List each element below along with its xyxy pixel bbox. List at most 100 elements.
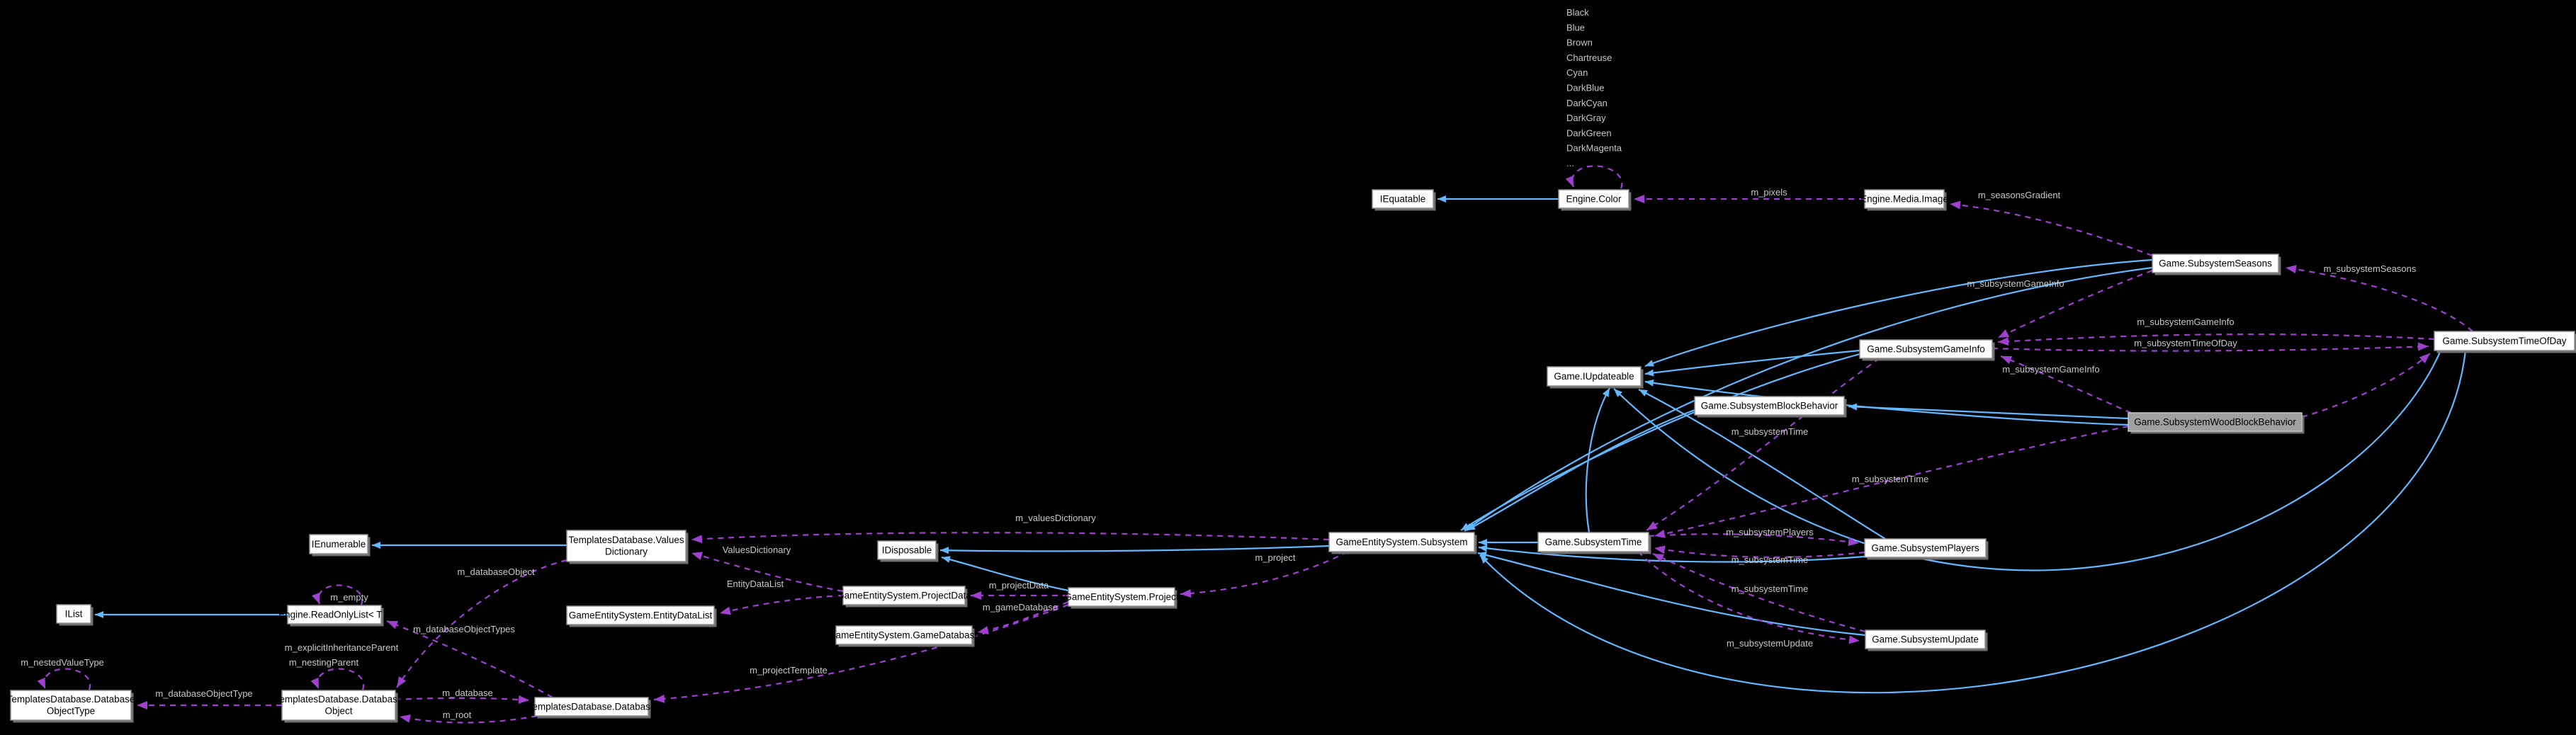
node-game-subsystemupdate[interactable]: Game.SubsystemUpdate [1865, 629, 1988, 651]
node-gameentitysystem-gamedatabase[interactable]: GameEntitySystem.GameDatabase [828, 625, 980, 647]
edge-gameinfo-to-iupdateable-inheritance-arrow [1644, 349, 1860, 377]
edge-label-projectdata-to-entitydatalist: EntityDataList [727, 579, 784, 589]
color-list-item: DarkGreen [1566, 127, 1612, 138]
node-box[interactable] [1865, 629, 1986, 649]
color-list-item: DarkBlue [1566, 83, 1604, 93]
edge-timeofday-to-seasons-usage-arrow [2285, 265, 2473, 332]
node-templatesdatabase-database[interactable]: TemplatesDatabase.Database [528, 697, 656, 719]
node-box[interactable] [1068, 587, 1175, 607]
node-gameentitysystem-project[interactable]: GameEntitySystem.Project [1064, 587, 1179, 609]
edge-label-seasons-to-gameinfo: m_subsystemGameInfo [1967, 278, 2064, 289]
edge-valuesdict-to-databaseobject-usage-arrow [396, 559, 567, 688]
edge-color-self-loop-usage-arrow [1565, 165, 1623, 189]
node-game-iupdateable[interactable]: Game.IUpdateable [1547, 366, 1644, 389]
node-box[interactable] [1547, 366, 1642, 387]
edge-label-readonlylist-self-loop: m_empty [330, 592, 368, 603]
edge-timeofday-to-iupdateable-inheritance-arrow [1613, 350, 2442, 571]
edge-label-woodblock-to-time: m_subsystemTime [1852, 474, 1929, 484]
edge-woodblock-to-iupdateable-inheritance-arrow [1644, 379, 2129, 426]
node-box[interactable] [1859, 339, 1993, 359]
node-label: Game.SubsystemTime [1545, 537, 1642, 547]
edge-time-to-iupdateable-inheritance-arrow [1585, 387, 1610, 533]
edge-projectdata-to-entitydatalist-usage-arrow [719, 594, 844, 615]
node-engine-color[interactable]: Engine.Color [1558, 189, 1632, 211]
color-list-item: ... [1566, 158, 1574, 169]
node-gameentitysystem-entitydatalist[interactable]: GameEntitySystem.EntityDataList [566, 605, 717, 627]
edge-gameinfo-to-time-usage-arrow [1646, 358, 1880, 531]
node-box[interactable] [566, 530, 687, 562]
edge-label-update-to-time: m_subsystemTime [1732, 583, 1809, 594]
node-ilist[interactable]: IList [56, 604, 94, 626]
edge-players-to-iupdateable-inheritance-arrow [1638, 389, 1886, 540]
node-label: Game.SubsystemUpdate [1872, 634, 1979, 645]
node-gameentitysystem-subsystem[interactable]: GameEntitySystem.Subsystem [1328, 532, 1477, 554]
edge-label-project-to-gamedatabase: m_gameDatabase [983, 602, 1058, 612]
node-box[interactable] [287, 605, 382, 625]
node-box[interactable] [1372, 189, 1434, 209]
node-label: GameEntitySystem.EntityDataList [569, 610, 713, 621]
edge-update-to-time-usage-arrow [1652, 553, 1866, 633]
current-node-box [2128, 412, 2303, 432]
node-engine-readonlylist[interactable]: Engine.ReadOnlyList< T > [278, 605, 390, 627]
node-game-subsystemgameinfo[interactable]: Game.SubsystemGameInfo [1859, 339, 1995, 361]
node-idisposable[interactable]: IDisposable [877, 540, 939, 562]
node-label: Engine.Media.Image [1860, 194, 1948, 205]
edge-label-gameinfo-to-time: m_subsystemTime [1732, 426, 1809, 437]
node-game-subsystemplayers[interactable]: Game.SubsystemPlayers [1864, 538, 1989, 560]
node-game-subsystemtime[interactable]: Game.SubsystemTime [1537, 532, 1651, 554]
node-box[interactable] [1694, 396, 1845, 416]
edge-time-to-players-usage-arrow [1648, 533, 1860, 547]
node-box[interactable] [309, 534, 368, 554]
edge-woodblock-to-gameinfo-usage-arrow [2000, 355, 2132, 414]
node-box[interactable] [1864, 189, 1945, 209]
node-iequatable[interactable]: IEquatable [1372, 189, 1436, 211]
node-box[interactable] [877, 540, 937, 560]
node-game-subsystemtimeofday[interactable]: Game.SubsystemTimeOfDay [2434, 331, 2576, 353]
edge-label-time-to-players: m_subsystemPlayers [1726, 527, 1814, 537]
node-label: GameEntitySystem.Project [1064, 592, 1179, 603]
edge-label-project-to-projectdata: m_projectData [989, 580, 1049, 591]
node-box[interactable] [281, 690, 396, 721]
edge-label-subsystem-to-project: m_project [1255, 552, 1295, 563]
node-engine-media-image[interactable]: Engine.Media.Image [1860, 189, 1948, 211]
edge-update-to-subsystem-inheritance-arrow [1477, 551, 1866, 637]
nodes-layer: IEquatable Engine.Color Engine.Media.Image… [7, 189, 2576, 723]
node-box[interactable] [1537, 532, 1649, 552]
edge-label-players-to-time: m_subsystemTime [1732, 554, 1809, 565]
node-box[interactable] [56, 604, 91, 624]
edge-timeofday-to-subsystem-inheritance-arrow [1479, 350, 2467, 694]
node-game-subsystemblockbehavior[interactable]: Game.SubsystemBlockBehavior [1694, 396, 1847, 418]
node-label: Game.SubsystemSeasons [2159, 258, 2272, 269]
edge-players-to-time-usage-arrow [1654, 545, 1865, 559]
node-box[interactable] [1864, 538, 1987, 558]
edge-label-seasons-to-image: m_seasonsGradient [1978, 190, 2061, 200]
color-list-item: Blue [1566, 22, 1585, 33]
node-label: TemplatesDatabase.Database [528, 702, 656, 712]
node-label: Game.SubsystemWoodBlockBehavior [2134, 417, 2296, 428]
node-ienumerable[interactable]: IEnumerable [309, 534, 371, 557]
edge-seasons-to-image-usage-arrow [1949, 200, 2153, 257]
edge-subsystem-to-valuesdict-usage-arrow [691, 532, 1330, 544]
node-label: Game.SubsystemTimeOfDay [2442, 336, 2566, 346]
color-list-item: Black [1566, 7, 1589, 18]
edge-projectdata-to-valuesdict-usage-arrow [691, 552, 844, 593]
node-box[interactable] [2434, 331, 2575, 351]
node-box[interactable] [534, 697, 649, 717]
node-box[interactable] [835, 625, 973, 645]
node-box[interactable] [2152, 253, 2279, 273]
node-game-subsystemseasons[interactable]: Game.SubsystemSeasons [2152, 253, 2281, 275]
node-box[interactable] [842, 586, 966, 605]
node-gameentitysystem-projectdata[interactable]: GameEntitySystem.ProjectData [837, 586, 971, 608]
edge-databaseobject-to-database-usage-arrow [395, 695, 530, 704]
node-box[interactable] [1558, 189, 1629, 209]
node-box[interactable] [566, 605, 715, 625]
node-box[interactable] [10, 690, 132, 721]
node-box[interactable] [1328, 532, 1475, 552]
